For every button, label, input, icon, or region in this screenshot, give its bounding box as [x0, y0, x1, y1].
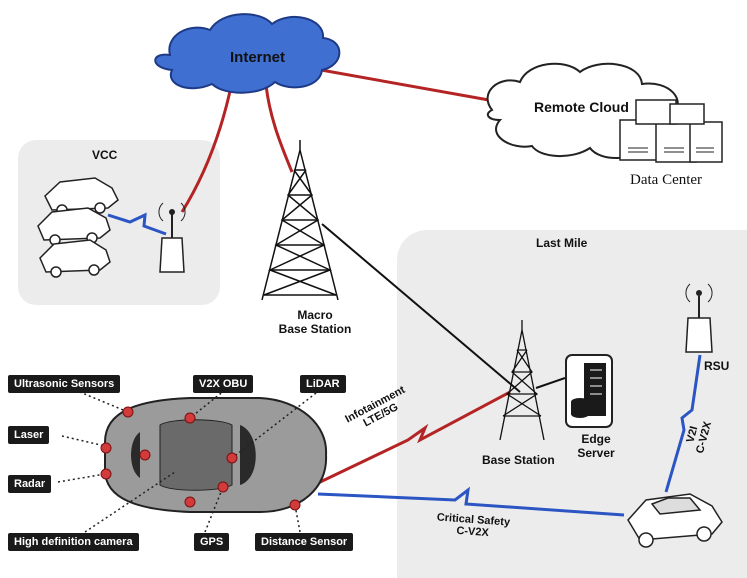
sensor-tag-distance: Distance Sensor	[255, 533, 354, 551]
vcc-label: VCC	[92, 148, 118, 162]
car-bs-infotainment-link	[315, 390, 511, 486]
internet-cloud-link	[292, 63, 501, 104]
sensor-tag-laser: Laser	[8, 426, 50, 444]
data-center-label: Data Center	[630, 172, 703, 188]
edge-line2: Server	[577, 446, 615, 460]
data-center-icon	[619, 99, 723, 163]
edge-server-label: Edge Server	[574, 432, 618, 460]
last-mile-label: Last Mile	[536, 236, 588, 250]
macro-bs-link	[321, 223, 521, 393]
sensor-tag-hd-camera: High definition camera	[8, 533, 139, 551]
sensor-tag-gps: GPS	[194, 533, 230, 551]
sensor-dot-camera	[139, 449, 151, 461]
sensor-leader-lines	[57, 389, 321, 533]
sensor-tag-v2x-obu: V2X OBU	[193, 375, 254, 393]
sensor-dot-gps	[217, 481, 229, 493]
rsu-vehicle-v2i-link	[664, 354, 702, 493]
vcc-cars-icon	[37, 177, 119, 278]
sensor-dot-lidar	[226, 452, 238, 464]
internet-label: Internet	[230, 49, 286, 66]
sensor-dot-distance	[289, 499, 301, 511]
internet-vcc-link	[180, 81, 234, 213]
wired-links	[107, 63, 702, 517]
sensor-tag-radar: Radar	[8, 475, 52, 493]
sensor-tag-lidar: LiDAR	[300, 375, 346, 393]
base-station-tower-icon	[499, 320, 545, 441]
edge-line1: Edge	[581, 432, 611, 446]
base-station-label: Base Station	[482, 453, 555, 467]
macro-bs-line2: Base Station	[278, 322, 352, 336]
rsu-antenna-icon	[685, 283, 713, 353]
main-car-icon	[104, 397, 328, 513]
macro-bs-line1: Macro	[297, 308, 333, 322]
sensor-dot-laser	[100, 442, 112, 454]
macro-base-station-label: Macro Base Station	[270, 308, 360, 336]
car-vehicle-critical-link	[317, 486, 625, 517]
remote-cloud-label: Remote Cloud	[534, 99, 629, 115]
vcc-wireless-link	[107, 212, 167, 236]
rsu-label: RSU	[704, 359, 730, 373]
sensor-dot-ultrasonic	[122, 406, 134, 418]
vcc-antenna-icon	[158, 202, 186, 273]
edge-server-icon	[565, 354, 613, 428]
internet-macro-link	[264, 84, 294, 173]
sensor-dot-radar	[100, 468, 112, 480]
bs-edge-link	[535, 377, 566, 389]
internet-cloud-icon	[154, 13, 341, 94]
last-mile-vehicle-icon	[627, 493, 723, 548]
sensor-dot-v2x-obu	[184, 412, 196, 424]
macro-base-station-tower-icon	[261, 140, 339, 301]
sensor-dot-rear	[184, 496, 196, 508]
sensor-dots	[100, 406, 301, 511]
sensor-tag-ultrasonic: Ultrasonic Sensors	[8, 375, 121, 393]
